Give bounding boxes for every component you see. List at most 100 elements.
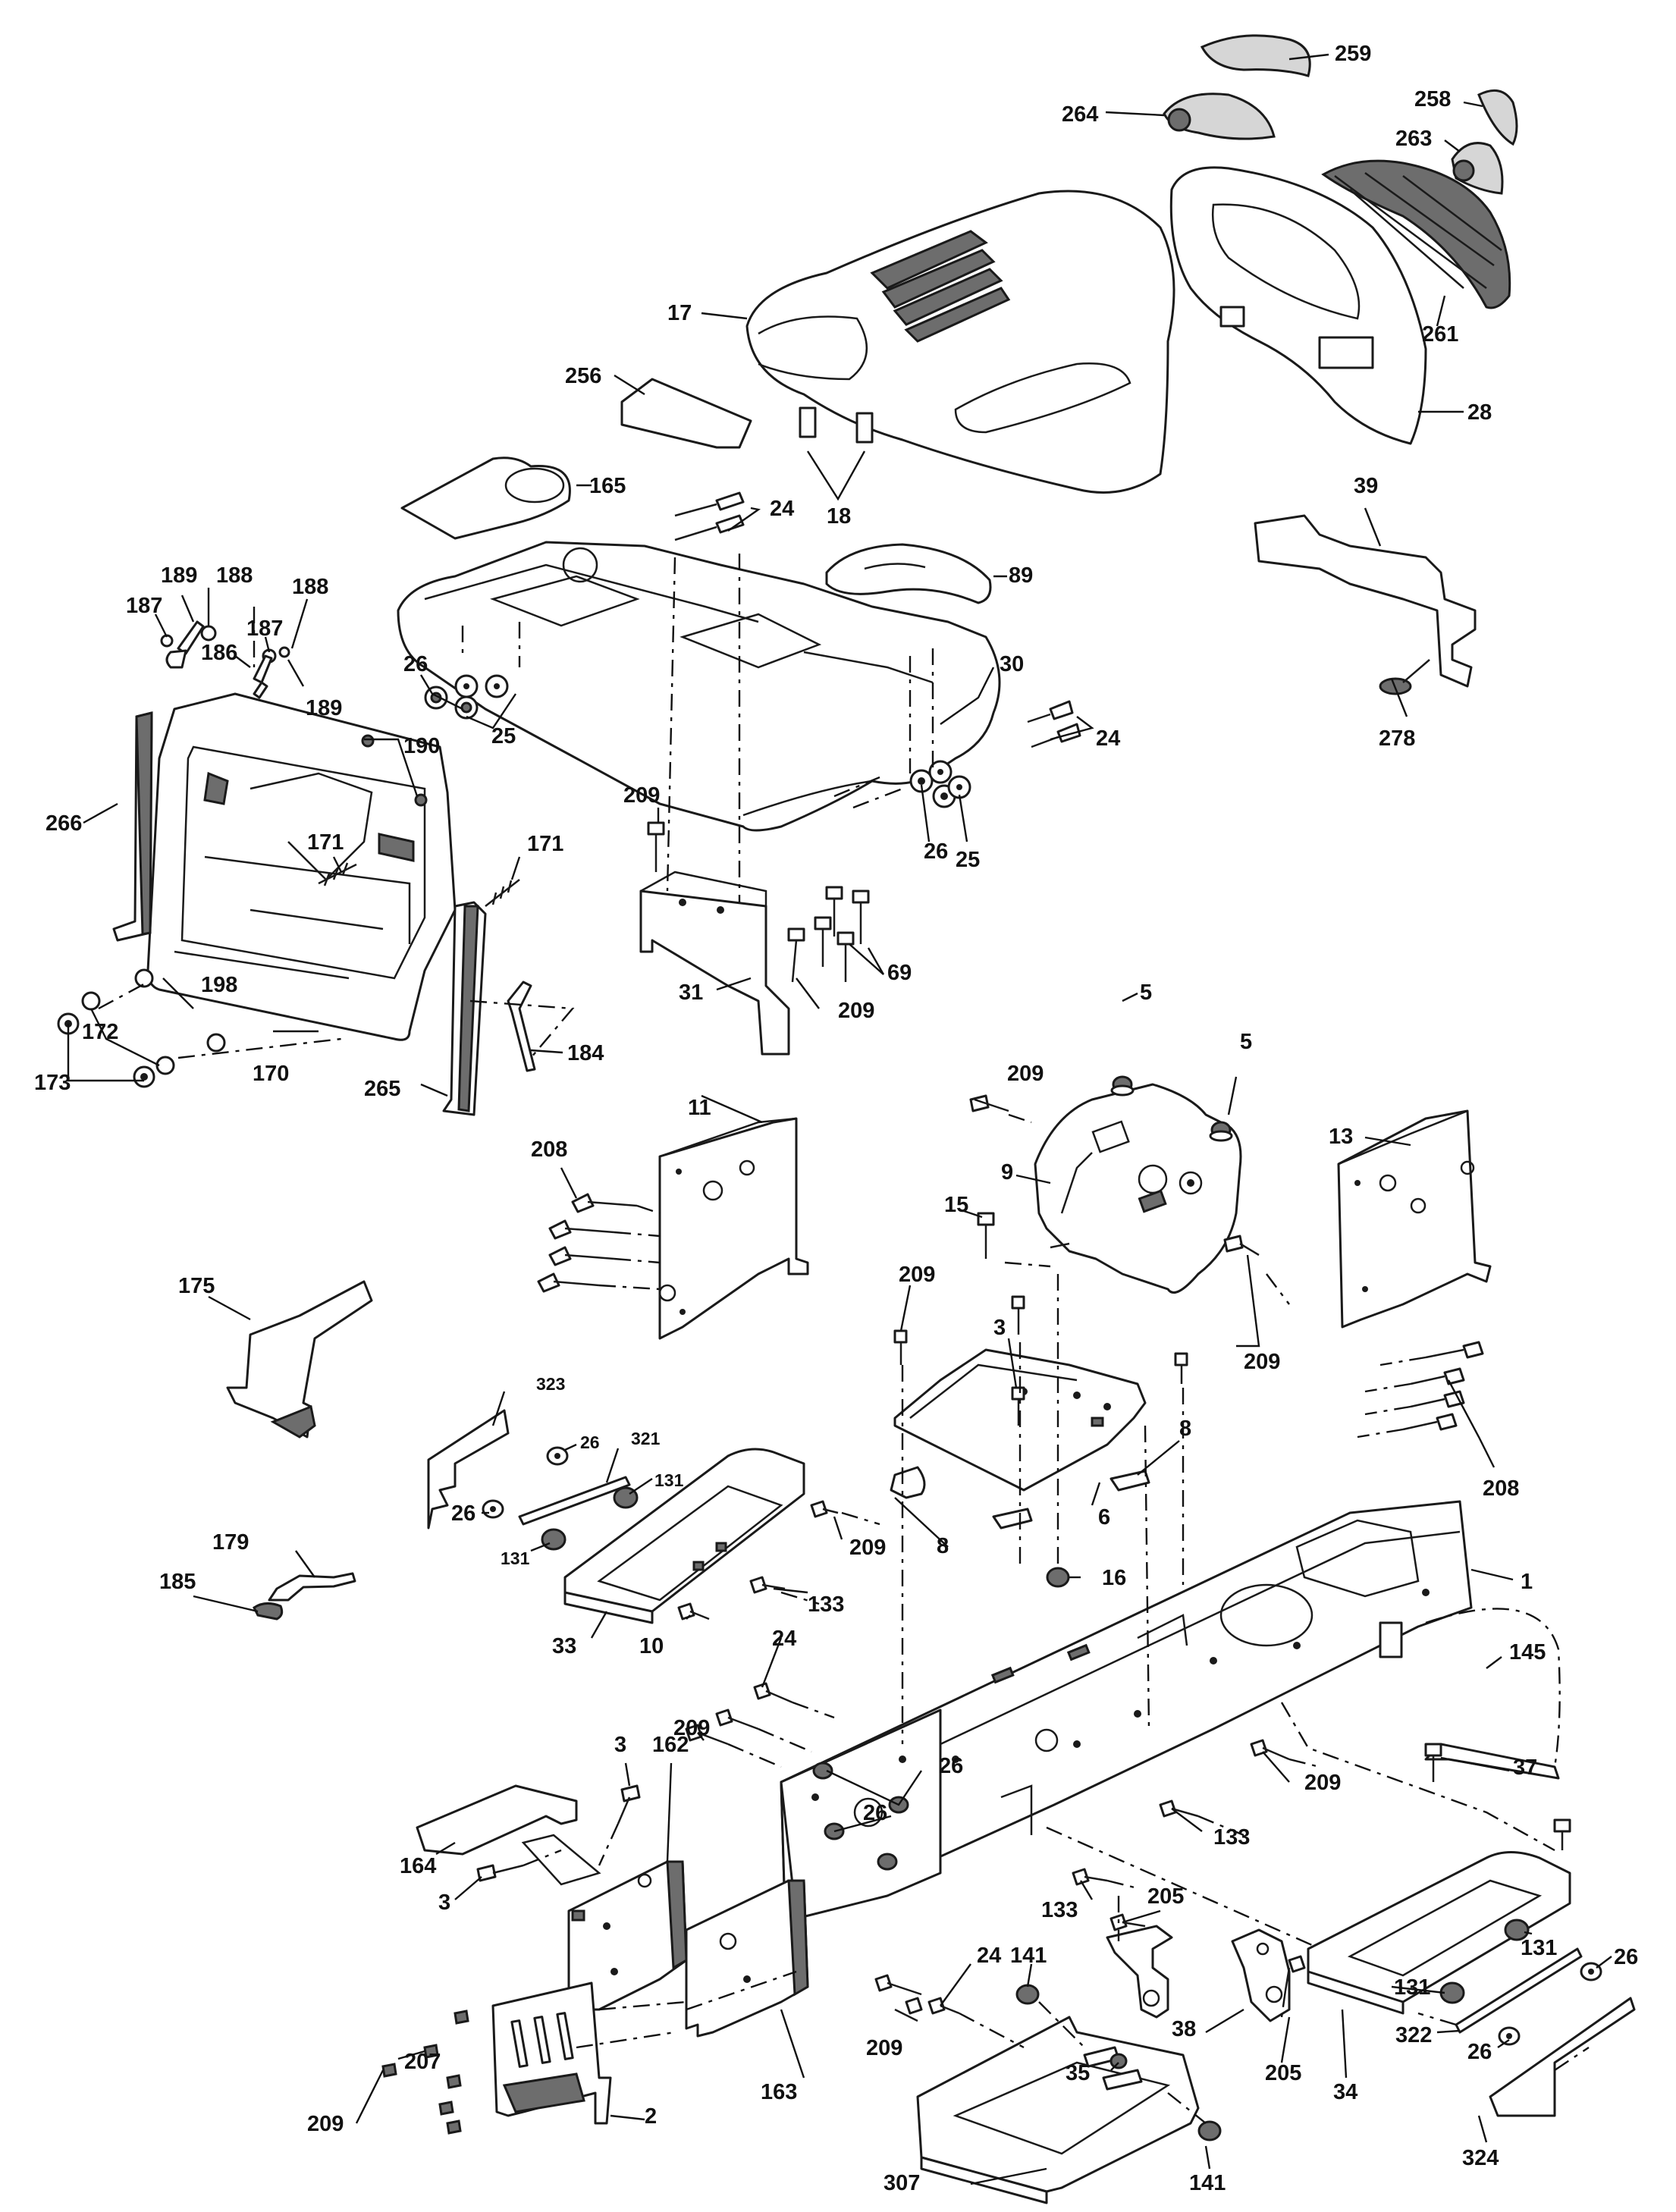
- callout-184: 184: [567, 1041, 604, 1065]
- plate-323: [427, 1409, 510, 1530]
- callout-179: 179: [212, 1530, 249, 1555]
- callout-208-left: 208: [531, 1137, 567, 1162]
- callout-188-top: 188: [216, 563, 253, 588]
- callout-165: 165: [589, 474, 626, 498]
- callout-10: 10: [639, 1634, 664, 1658]
- callout-198: 198: [201, 973, 237, 997]
- callout-141-top: 141: [1010, 1944, 1047, 1968]
- callout-133-footrest: 133: [808, 1592, 844, 1617]
- callout-2: 2: [645, 2104, 657, 2129]
- parts-26-321-131-left: [482, 1446, 639, 1551]
- callout-131-right-upper: 131: [1521, 1936, 1557, 1960]
- callout-258: 258: [1414, 87, 1451, 111]
- callout-205-top: 205: [1147, 1884, 1184, 1909]
- callout-26-right-upper: 26: [1614, 1945, 1638, 1969]
- callout-186: 186: [201, 641, 237, 665]
- callout-209-rear: 209: [673, 1716, 710, 1740]
- callout-13: 13: [1329, 1125, 1353, 1149]
- callout-24-top: 24: [770, 497, 794, 521]
- hood-17: [745, 190, 1175, 494]
- linkage-parts-186-189: [160, 620, 290, 699]
- callout-89: 89: [1009, 563, 1033, 588]
- callout-209-dash: 209: [1007, 1062, 1044, 1086]
- callout-17: 17: [667, 301, 692, 325]
- callout-37: 37: [1513, 1755, 1537, 1780]
- callout-145: 145: [1509, 1640, 1546, 1664]
- bolts-24-right: [1027, 700, 1081, 748]
- callout-261: 261: [1422, 322, 1458, 347]
- grommets-5: [1110, 1075, 1233, 1142]
- hood-front-28: [1169, 166, 1427, 445]
- springs-171: [318, 862, 520, 907]
- callout-3-bracket: 3: [614, 1733, 626, 1757]
- callout-185: 185: [159, 1570, 196, 1594]
- callout-209-plate-right: 209: [1244, 1350, 1280, 1374]
- callout-labels: 259 264 258 263 17 261 256 28 18 165 24 …: [34, 42, 1638, 2195]
- callout-263: 263: [1395, 127, 1432, 151]
- callout-33: 33: [552, 1634, 576, 1658]
- callout-5-right: 5: [1240, 1030, 1252, 1054]
- callout-170: 170: [253, 1062, 289, 1086]
- bolts-24-209-rear-lower: [874, 1974, 960, 2022]
- plate-307: [916, 2016, 1200, 2204]
- bracket-31: [639, 871, 790, 1056]
- nuts-washers-26-25-right: [909, 760, 971, 808]
- callout-34: 34: [1333, 2080, 1357, 2104]
- callout-1: 1: [1521, 1570, 1533, 1594]
- callout-131-right-lower: 131: [1394, 1975, 1430, 2000]
- callout-31: 31: [679, 980, 703, 1005]
- callout-26-frame-lower: 26: [863, 1801, 887, 1825]
- callout-163: 163: [761, 2080, 797, 2104]
- plate-163: [685, 1879, 809, 2038]
- callout-278: 278: [1379, 726, 1415, 751]
- callout-26-small: 26: [580, 1432, 600, 1452]
- nut-16: [1046, 1567, 1070, 1588]
- headlight-cover-259: [1200, 34, 1311, 77]
- callout-16: 16: [1102, 1566, 1126, 1590]
- callout-175: 175: [178, 1274, 215, 1298]
- callout-266: 266: [46, 811, 82, 836]
- bracket-205: [1231, 1928, 1291, 2022]
- headlight-lens-258: [1477, 89, 1518, 146]
- callout-69: 69: [887, 961, 912, 985]
- callout-190: 190: [403, 734, 440, 758]
- callout-209-top: 209: [623, 783, 660, 808]
- bolts-209-69: [647, 821, 870, 983]
- footrest-34: [1307, 1851, 1571, 2015]
- fender-30: [397, 541, 1001, 832]
- bolts-3-rear: [476, 1784, 641, 1882]
- callout-164: 164: [400, 1854, 436, 1878]
- dash-panel-170: [146, 692, 457, 1041]
- bolt-209-dash-right: [1223, 1235, 1260, 1257]
- callout-28: 28: [1467, 400, 1492, 425]
- callout-133-lower: 133: [1041, 1898, 1078, 1922]
- grille-261: [1321, 159, 1511, 309]
- callout-30: 30: [1000, 652, 1024, 676]
- plate-11: [658, 1117, 809, 1340]
- screws-190: [361, 734, 428, 807]
- callout-259: 259: [1335, 42, 1371, 66]
- callout-133-frame: 133: [1213, 1825, 1250, 1850]
- shield-175: [226, 1280, 373, 1439]
- bolts-209-24-rear: [685, 1682, 793, 1746]
- callout-24-frame: 24: [772, 1627, 796, 1651]
- footrest-33: [563, 1448, 805, 1624]
- callout-24-right: 24: [1096, 726, 1120, 751]
- bracket-38: [1106, 1925, 1173, 2019]
- bolts-209-3-plate: [893, 1295, 1188, 1426]
- trim-strip-266: [112, 711, 153, 942]
- rod-184: [507, 980, 536, 1072]
- callout-26-mid-left: 26: [451, 1501, 475, 1526]
- callout-15: 15: [944, 1193, 968, 1217]
- leader-lines: [67, 53, 1612, 2185]
- callout-188-right: 188: [292, 575, 328, 599]
- callout-26-left: 26: [403, 652, 428, 676]
- bolt-15: [977, 1212, 995, 1251]
- callout-3-plate: 3: [993, 1316, 1006, 1340]
- callout-9: 9: [1001, 1160, 1013, 1184]
- dash-support-9: [1034, 1083, 1242, 1294]
- callout-5-top: 5: [1140, 980, 1152, 1005]
- callout-209-hitch: 209: [307, 2112, 344, 2136]
- callout-11: 11: [688, 1096, 711, 1120]
